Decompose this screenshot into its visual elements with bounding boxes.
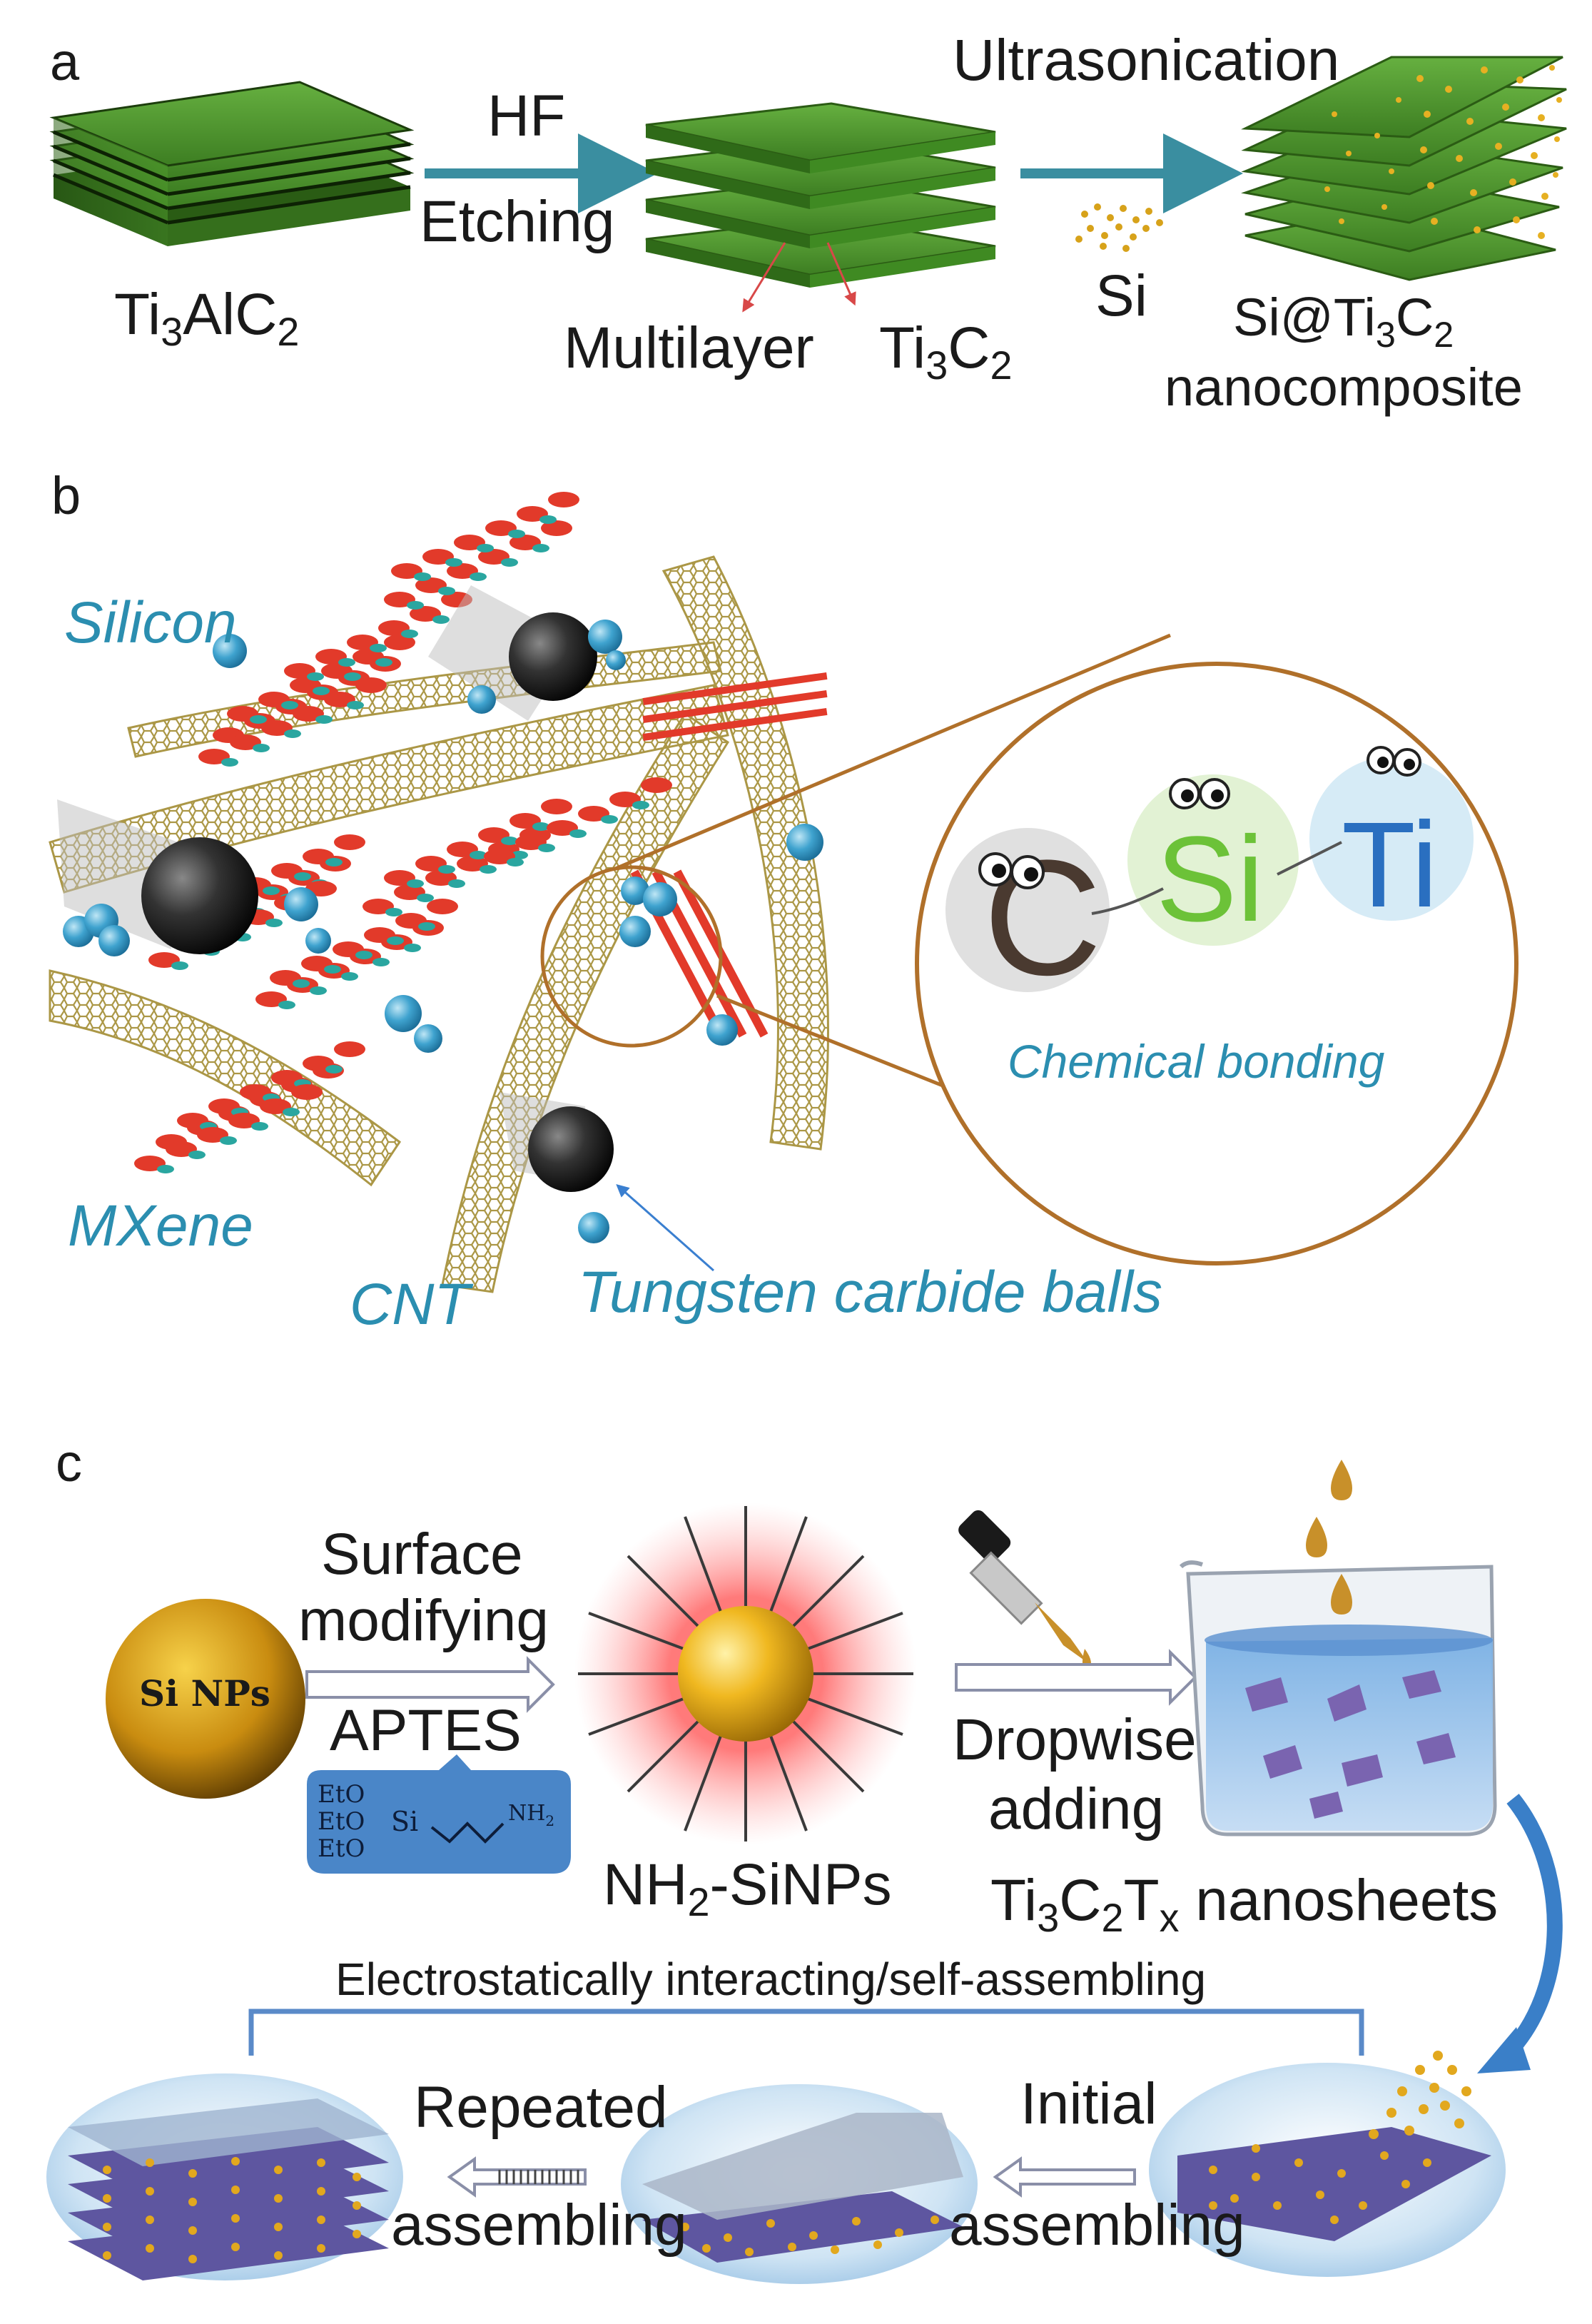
tungsten-pointer	[616, 1184, 714, 1272]
arrow-repeated	[447, 2156, 587, 2198]
ti3c2tx-label: Ti3C2Tx nanosheets	[990, 1868, 1498, 1940]
panel-b-letter: b	[51, 466, 81, 525]
tungsten-ball-top	[509, 612, 597, 701]
beaker	[1179, 1460, 1497, 1837]
char-si: Si	[1156, 812, 1264, 947]
zoom-circle-small	[540, 865, 723, 1048]
multilayer-ti3c2	[644, 102, 997, 289]
modifying-label: modifying	[298, 1588, 549, 1653]
svg-text:EtO: EtO	[318, 1834, 365, 1863]
nh2-sinps-core	[678, 1606, 813, 1742]
tungsten-label: Tungsten carbide balls	[578, 1260, 1162, 1325]
electrostatic-bracket	[248, 2009, 1364, 2056]
arrow-initial	[993, 2156, 1136, 2198]
panel-c: c Si NPs Surface modifying APTES EtO EtO…	[46, 1433, 1563, 2284]
nanocomposite-label: nanocomposite	[1165, 358, 1523, 417]
ellipse-initial	[621, 2084, 978, 2284]
char-ti: Ti	[1342, 797, 1438, 933]
tungsten-ball-bottom	[528, 1106, 614, 1192]
silicon-spheres	[63, 620, 823, 1243]
aptes-label: APTES	[330, 1698, 522, 1763]
electrostatic-label: Electrostatically interacting/self-assem…	[335, 1954, 1206, 2005]
panel-c-letter: c	[56, 1433, 82, 1492]
repeated-label: Repeated	[414, 2075, 668, 2140]
si-nps-label: Si NPs	[139, 1672, 270, 1714]
svg-text:Si: Si	[391, 1806, 418, 1837]
panel-b: b	[49, 466, 1519, 1337]
silicon-label: Silicon	[64, 590, 237, 655]
bond-c-si	[1091, 887, 1164, 915]
assembling-1-label: assembling	[391, 2193, 687, 2258]
bubble-si	[1127, 774, 1299, 946]
dropper-icon	[958, 1510, 1091, 1670]
svg-text:NH2: NH2	[508, 1801, 554, 1829]
ellipse-sheet	[1149, 2051, 1506, 2277]
si-nps-sphere	[106, 1599, 305, 1799]
curved-arrow	[1500, 1794, 1563, 2061]
nh2-sinps-label: NH2-SiNPs	[603, 1852, 892, 1924]
arrow-dropwise	[955, 1649, 1197, 1706]
aptes-formula-box: EtO EtO EtO Si NH2	[307, 1754, 571, 1874]
svg-text:EtO: EtO	[318, 1780, 365, 1809]
svg-text:EtO: EtO	[318, 1807, 365, 1836]
si-ti3c2-label: Si@Ti3C2	[1233, 288, 1454, 355]
surface-label: Surface	[321, 1522, 523, 1587]
pointer-line-right	[826, 242, 856, 306]
ti3c2-label: Ti3C2	[879, 315, 1013, 388]
cnt-label: CNT	[350, 1272, 473, 1337]
mxene-label: MXene	[68, 1193, 253, 1258]
ti3alc2-stack	[49, 81, 415, 246]
bubble-ti	[1309, 757, 1474, 921]
multilayer-label: Multilayer	[564, 315, 814, 380]
tungsten-ball-left	[141, 837, 258, 954]
assembling-2-label: assembling	[949, 2193, 1245, 2258]
si-particles	[1075, 203, 1163, 252]
zoom-line-top	[613, 633, 1171, 872]
adding-label: adding	[988, 1777, 1164, 1841]
initial-label: Initial	[1020, 2071, 1157, 2136]
si-label: Si	[1095, 263, 1147, 328]
dropwise-label: Dropwise	[953, 1707, 1197, 1772]
arrow-surface-modifying	[305, 1656, 555, 1713]
ultrasonication-label: Ultrasonication	[953, 28, 1339, 93]
si-ti3c2-nanocomposite	[1241, 56, 1567, 281]
ellipse-repeated	[46, 2073, 403, 2280]
panel-a-letter: a	[50, 32, 80, 91]
panel-a: a Ti3AlC2 HF Etching	[49, 28, 1567, 417]
pointer-line-left	[742, 242, 786, 313]
ligand-chains	[578, 1506, 913, 1841]
etching-label: Etching	[420, 189, 615, 254]
hf-label: HF	[487, 84, 565, 148]
ti3alc2-label: Ti3AlC2	[114, 282, 299, 354]
chemical-bonding-label: Chemical bonding	[1008, 1035, 1385, 1088]
bond-si-ti	[1277, 841, 1342, 876]
